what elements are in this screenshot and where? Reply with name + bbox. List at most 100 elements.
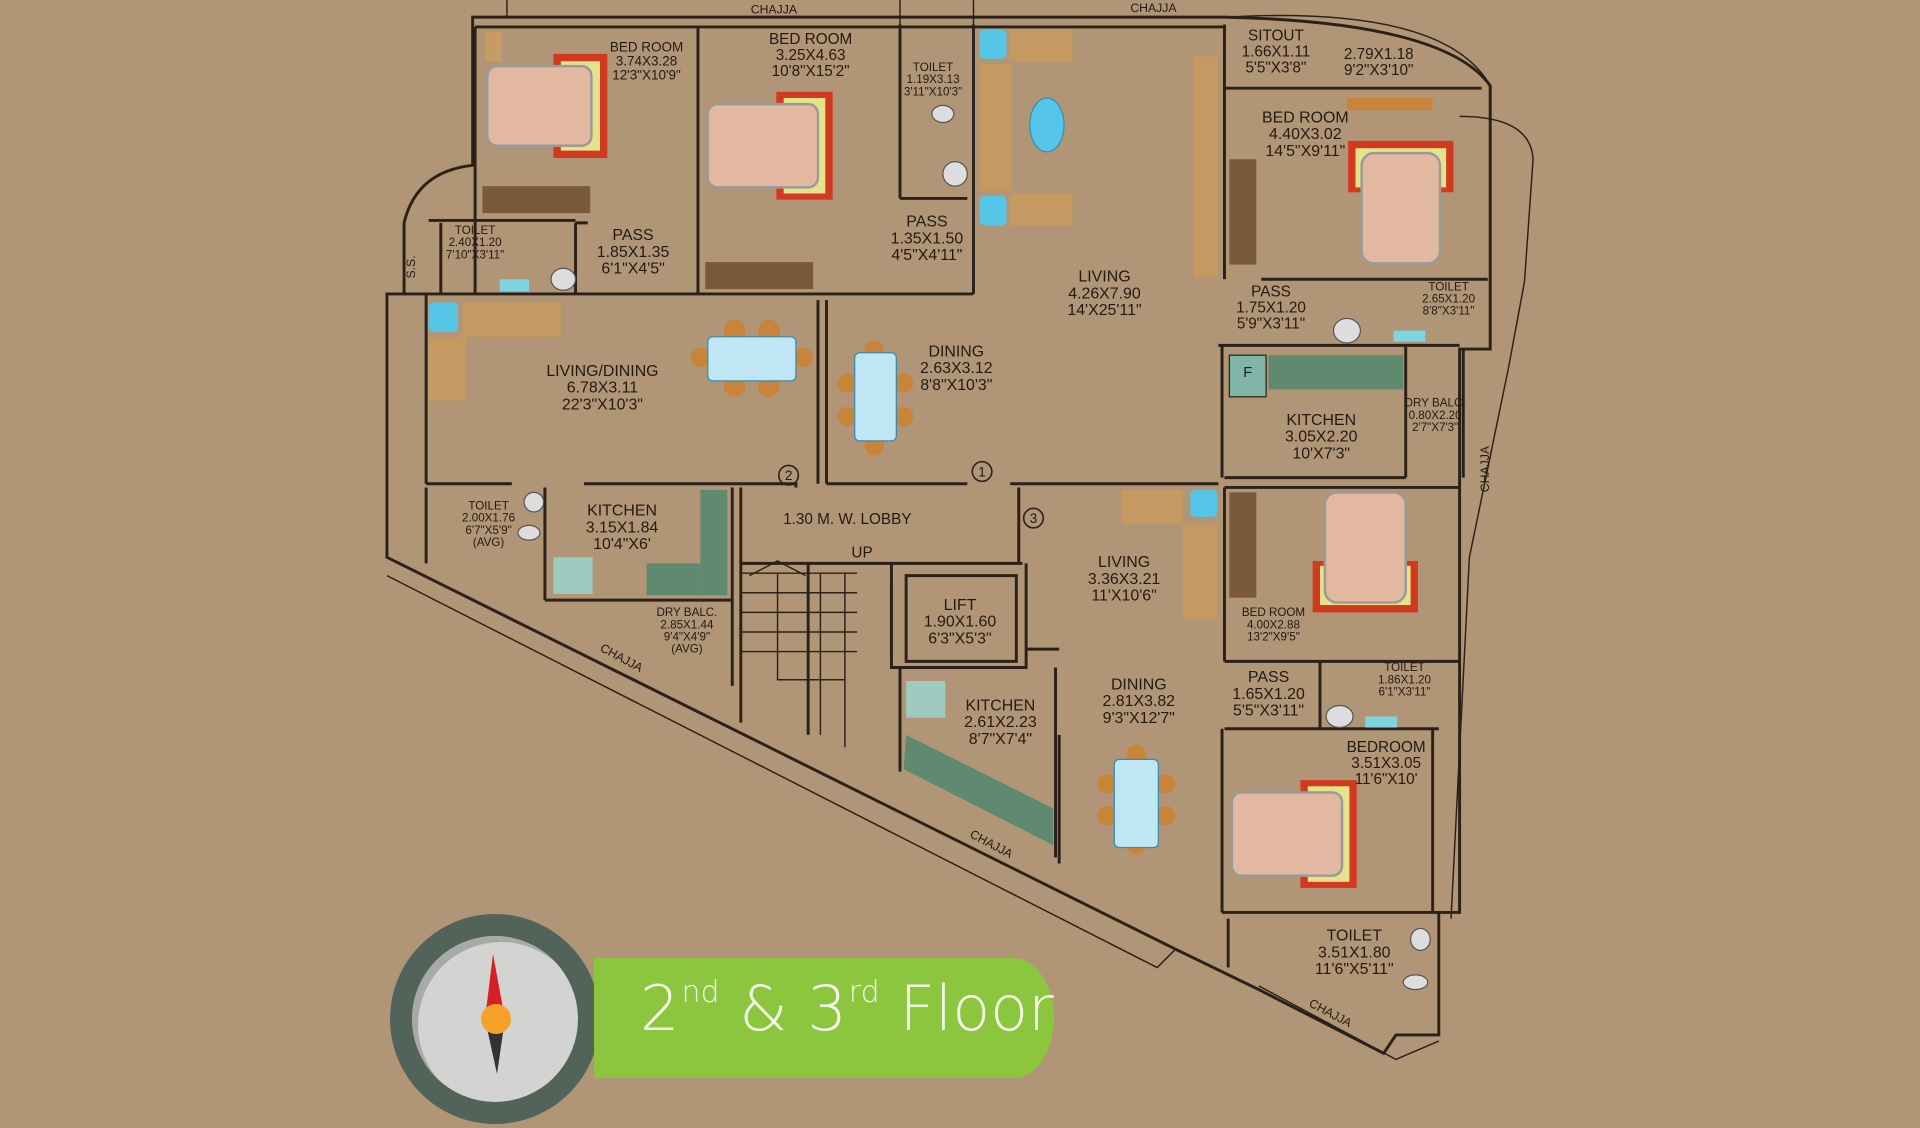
room-metric: 1.66X1.11 <box>1242 43 1311 60</box>
floor-title-suffix: rd <box>848 975 880 1010</box>
room-imperial: 5'9"X3'11" <box>1237 316 1305 333</box>
room-metric: 1.35X1.50 <box>891 230 964 247</box>
room-metric: 3.36X3.21 <box>1088 571 1161 588</box>
compass-needle-icon <box>481 954 511 1074</box>
room-name: TOILET <box>455 224 495 237</box>
room-name: KITCHEN <box>1286 412 1356 429</box>
room-imperial: 7'10"X3'11" <box>446 248 504 261</box>
room-metric: 3.51X1.80 <box>1318 944 1391 961</box>
room-name: TOILET <box>1327 928 1383 945</box>
furniture <box>428 29 1454 991</box>
chajja-label: CHAJJA <box>598 641 646 675</box>
room-name: LIFT <box>944 597 977 614</box>
room-metric: 1.90X1.60 <box>924 614 997 631</box>
room-imperial: 12'3"X10'9" <box>612 68 681 83</box>
room-metric: 2.63X3.12 <box>920 360 993 377</box>
room-metric: 6.78X3.11 <box>567 380 638 397</box>
room-imperial: 14'X25'11" <box>1067 302 1141 319</box>
room-metric: 3.74X3.28 <box>616 54 677 69</box>
stairs-up-label: UP <box>851 544 872 561</box>
interior-walls <box>404 24 1488 968</box>
floor-title-ordinal: 3 <box>807 972 847 1045</box>
floor-title-banner <box>594 958 1054 1078</box>
fridge-label: F <box>1243 365 1252 381</box>
room-imperial: 22'3"X10'3" <box>562 396 643 413</box>
room-metric: 1.65X1.20 <box>1232 686 1305 703</box>
room-metric: 4.00X2.88 <box>1247 618 1300 631</box>
room-imperial: 10'4"X6' <box>593 536 651 553</box>
room-imperial: 11'X10'6" <box>1091 587 1156 604</box>
room-name: BED ROOM <box>1262 109 1349 126</box>
room-imperial: 2'7"X7'3" <box>1412 421 1458 434</box>
room-name: BEDROOM <box>1347 739 1426 756</box>
room-name: DRY BALC. <box>1405 397 1466 410</box>
floor-title-amp: & <box>739 972 788 1045</box>
room-name: TOILET <box>913 61 953 74</box>
room-metric: 2.79X1.18 <box>1344 46 1414 63</box>
room-name: BED ROOM <box>610 39 683 54</box>
room-imperial: 9'3"X12'7" <box>1103 710 1175 727</box>
room-name: TOILET <box>1384 661 1424 674</box>
lobby-label: 1.30 M. W. LOBBY <box>783 511 911 528</box>
room-name: KITCHEN <box>587 503 657 520</box>
room-name: KITCHEN <box>965 697 1035 714</box>
room-imperial: 5'5"X3'8" <box>1245 60 1306 77</box>
room-imperial: 13'2"X9'5" <box>1247 630 1300 643</box>
room-metric: 2.85X1.44 <box>660 618 714 631</box>
room-imperial: 6'7"X5'9" <box>465 524 511 537</box>
room-imperial: 10'8"X15'2" <box>772 63 850 80</box>
chajja-label: CHAJJA <box>1478 445 1492 492</box>
room-note: (AVG) <box>671 643 703 656</box>
room-imperial: 14'5"X9'11" <box>1265 143 1345 160</box>
room-name: BED ROOM <box>769 31 852 48</box>
room-metric: 2.40X1.20 <box>449 236 503 249</box>
chajja-outline <box>386 0 1534 1061</box>
room-metric: 3.25X4.63 <box>776 47 846 64</box>
room-imperial: 11'6"X5'11" <box>1315 961 1394 978</box>
room-metric: 3.15X1.84 <box>586 519 659 536</box>
room-imperial: 11'6"X10' <box>1355 771 1418 788</box>
room-metric: 2.81X3.82 <box>1103 693 1176 710</box>
room-metric: 1.86X1.20 <box>1378 673 1432 686</box>
room-name: TOILET <box>468 499 508 512</box>
room-metric: 2.65X1.20 <box>1422 292 1476 305</box>
room-name: LIVING/DINING <box>546 363 658 380</box>
floor-title-ordinal: 2 <box>640 972 680 1045</box>
room-name: LIVING <box>1098 554 1150 571</box>
room-name: BED ROOM <box>1242 606 1305 619</box>
room-note: (AVG) <box>473 536 505 549</box>
room-name: PASS <box>906 214 947 231</box>
room-imperial: 6'3"X5'3" <box>928 630 991 647</box>
floor-title-word: Floor <box>899 972 1054 1045</box>
room-imperial: 8'8"X10'3" <box>920 377 992 394</box>
room-name: PASS <box>612 227 653 244</box>
room-metric: 4.40X3.02 <box>1269 126 1342 143</box>
room-metric: 1.75X1.20 <box>1236 299 1306 316</box>
room-imperial: 3'11"X10'3" <box>904 85 962 98</box>
flat-number-3: 3 <box>1030 511 1037 526</box>
room-imperial: 9'2"X3'10" <box>1344 62 1413 79</box>
chajja-label: CHAJJA <box>751 2 798 16</box>
chajja-label: CHAJJA <box>1130 1 1177 15</box>
